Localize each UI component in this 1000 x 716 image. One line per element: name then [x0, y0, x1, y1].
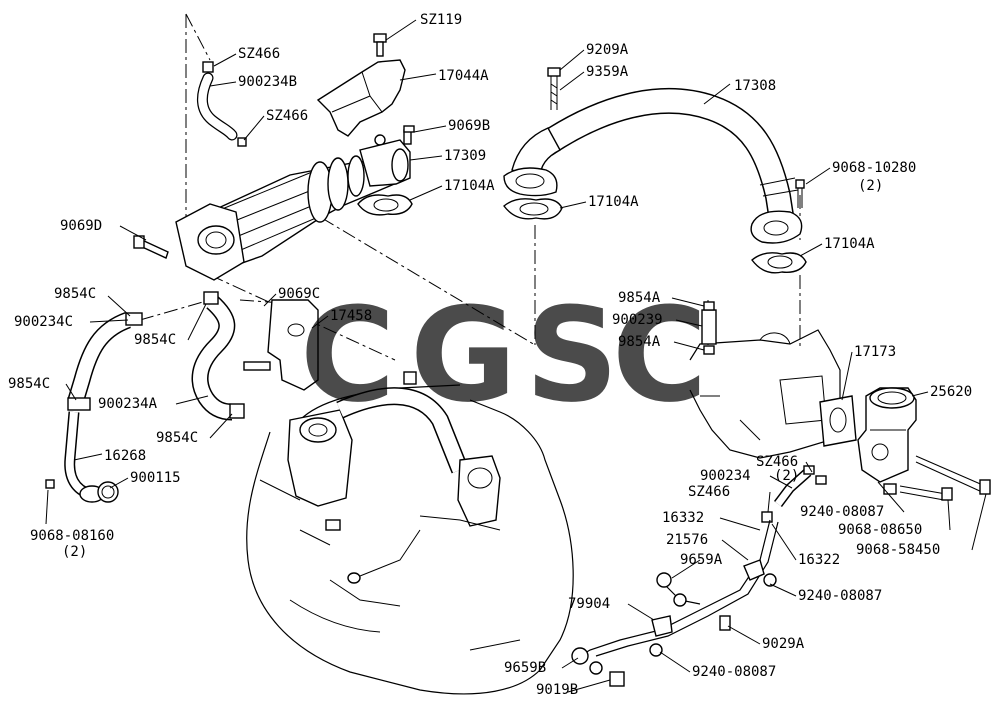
- callout-9240-08087-2: 9240-08087: [798, 588, 882, 604]
- callout-900234b: 900234B: [238, 74, 297, 90]
- vacuum-lines-right: [571, 465, 827, 687]
- engine-block: [246, 371, 574, 695]
- callout-17173: 17173: [854, 344, 896, 360]
- callout-17104a-center: 17104A: [588, 194, 639, 210]
- callout-9240-08087-3: 9240-08087: [692, 664, 776, 680]
- callout-9068-58450: 9068-58450: [856, 542, 940, 558]
- callout-9069c: 9069C: [278, 286, 320, 302]
- callout-17458: 17458: [330, 308, 372, 324]
- callout-9659a: 9659A: [680, 552, 723, 568]
- callout-9854c-1: 9854C: [54, 286, 96, 302]
- callout-17309: 17309: [444, 148, 486, 164]
- callout-16322: 16322: [798, 552, 840, 568]
- watermark-letter-c1: C: [300, 279, 395, 431]
- callout-9019b: 9019B: [536, 682, 578, 698]
- leader-lines: [45, 19, 987, 693]
- callout-16332: 16332: [662, 510, 704, 526]
- watermark-letter-s: S: [525, 279, 619, 431]
- callout-17044a: 17044A: [438, 68, 489, 84]
- callout-79904: 79904: [568, 596, 610, 612]
- callout-9240-08087-1: 9240-08087: [800, 504, 884, 520]
- callout-9069d: 9069D: [60, 218, 102, 234]
- callout-9209a: 9209A: [586, 42, 629, 58]
- callout-9068-10280: 9068-10280: [832, 160, 916, 176]
- callout-9069b: 9069B: [448, 118, 490, 134]
- callout-25620: 25620: [930, 384, 972, 400]
- callout-9854c-3: 9854C: [8, 376, 50, 392]
- callout-9068-08650: 9068-08650: [838, 522, 922, 538]
- cgsc-watermark: C G S C: [300, 279, 707, 431]
- callout-9029a: 9029A: [762, 636, 805, 652]
- callout-sz466-mid: SZ466: [266, 108, 308, 124]
- callout-900234a: 900234A: [98, 396, 158, 412]
- callout-sz466-right: SZ466: [756, 454, 798, 470]
- callout-9854c-2: 9854C: [134, 332, 176, 348]
- callout-17104a-left: 17104A: [444, 178, 495, 194]
- callout-9068-10280-qty: (2): [858, 178, 883, 194]
- egr-pipe-17308: [503, 67, 807, 274]
- callout-9359a: 9359A: [586, 64, 629, 80]
- callout-900234-qty: (2): [774, 468, 799, 484]
- intake-manifold-right: [689, 301, 991, 501]
- coolant-hoses-left: [45, 291, 319, 503]
- egr-cooler-assembly: [133, 33, 415, 281]
- callout-17104a-right: 17104A: [824, 236, 875, 252]
- callout-21576: 21576: [666, 532, 708, 548]
- callout-9854c-4: 9854C: [156, 430, 198, 446]
- callout-900234c: 900234C: [14, 314, 73, 330]
- watermark-letter-c2: C: [612, 279, 707, 431]
- callout-sz466-top: SZ466: [238, 46, 280, 62]
- callout-900239: 900239: [612, 312, 663, 328]
- callout-9068-08160: 9068-08160: [30, 528, 114, 544]
- callout-9659b: 9659B: [504, 660, 546, 676]
- callout-9068-08160-qty: (2): [62, 544, 87, 560]
- callout-16268: 16268: [104, 448, 146, 464]
- callout-9854a-top: 9854A: [618, 290, 661, 306]
- callout-900115: 900115: [130, 470, 181, 486]
- watermark-letter-g: G: [410, 279, 517, 431]
- callout-sz119: SZ119: [420, 12, 462, 28]
- callout-sz466-lower: SZ466: [688, 484, 730, 500]
- callout-17308: 17308: [734, 78, 776, 94]
- callout-labels: SZ119 SZ466 900234B 17044A SZ466 9069B 1…: [8, 12, 972, 698]
- callout-9854a-bottom: 9854A: [618, 334, 661, 350]
- callout-900234: 900234: [700, 468, 751, 484]
